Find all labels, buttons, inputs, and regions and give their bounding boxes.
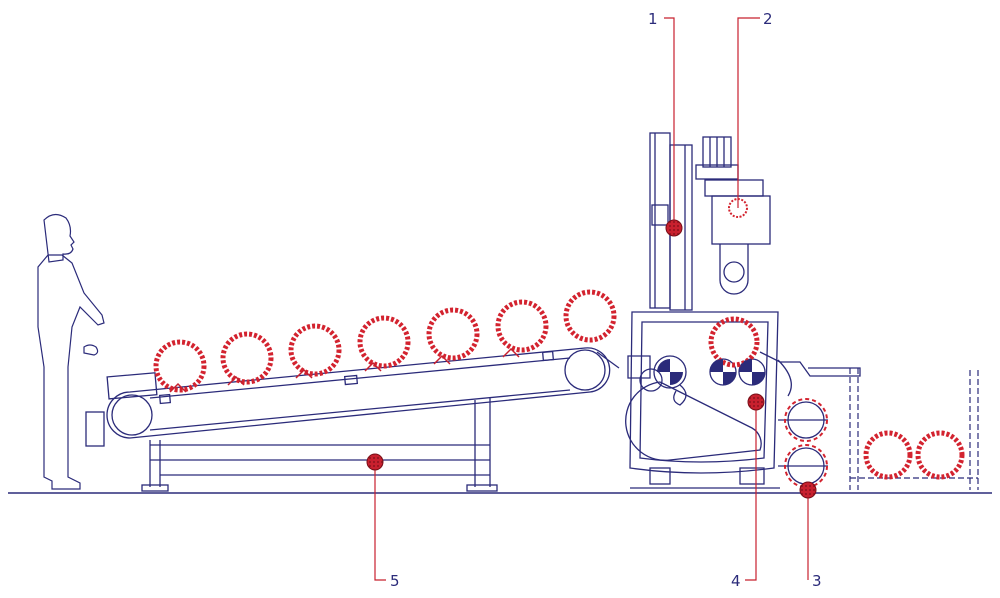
output-rack (849, 368, 979, 490)
callout-label-1: 1 (648, 10, 658, 28)
callout-label-3: 3 (812, 572, 822, 590)
wheels-in-rack (863, 430, 965, 480)
inclined-conveyor (85, 347, 620, 492)
main-machine (625, 132, 861, 489)
wheel (563, 289, 617, 343)
wheel (495, 299, 549, 353)
callout-label-4: 4 (731, 572, 741, 590)
wheel (153, 339, 207, 393)
marker-5 (366, 453, 384, 471)
marker-4 (747, 393, 765, 411)
drums (657, 359, 765, 385)
brush-sets (784, 398, 828, 488)
wheel (426, 307, 480, 361)
operator-figure (37, 213, 105, 490)
wheels-on-conveyor (153, 289, 617, 393)
callout-leaders (374, 17, 809, 581)
wheel-holders (169, 347, 520, 393)
marker-1 (665, 219, 683, 237)
callout-markers (366, 198, 817, 499)
callout-label-5: 5 (390, 572, 400, 590)
wheel (357, 315, 411, 369)
callout-label-2: 2 (763, 10, 773, 28)
marker-2 (728, 198, 748, 218)
wheel (863, 430, 913, 480)
wheel (288, 323, 342, 377)
marker-3 (799, 481, 817, 499)
wheel-in-machine (708, 316, 760, 368)
wheel (915, 430, 965, 480)
wheel (220, 331, 274, 385)
